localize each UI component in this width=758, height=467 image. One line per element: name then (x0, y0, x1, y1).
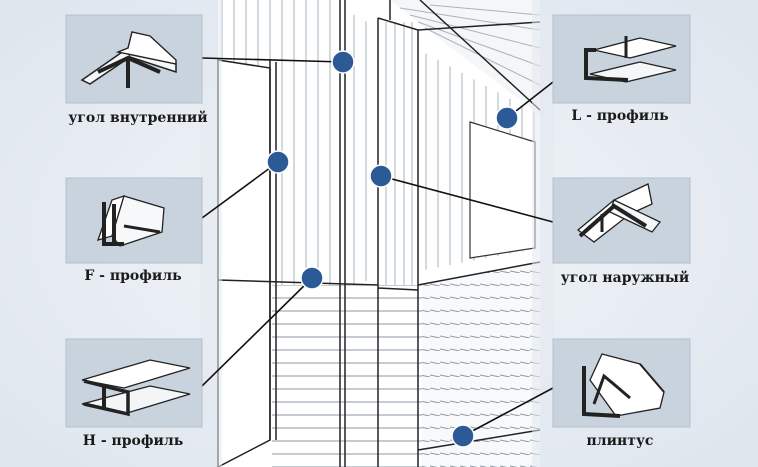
right-wall-horizontal-panels (422, 262, 540, 467)
marker-f-profile (266, 150, 290, 174)
column-horizontal-panels (342, 285, 422, 467)
label-f-profile: F - профиль (84, 268, 182, 284)
leader-outer-corner (380, 175, 554, 223)
left-wall-horizontal-panels (272, 285, 342, 467)
panel-inner-corner (65, 14, 203, 104)
room-illustration (200, 0, 554, 467)
label-outer-corner: угол наружный (560, 270, 690, 286)
leader-lines (201, 57, 554, 437)
window (469, 121, 536, 259)
leader-inner-corner (201, 57, 344, 63)
label-inner-corner: угол внутренний (68, 110, 208, 126)
marker-outer-corner (369, 164, 393, 188)
marker-l-profile (495, 106, 519, 130)
l-profile-icon (584, 36, 677, 83)
marker-h-profile (300, 266, 324, 290)
panel-h-profile (65, 338, 203, 428)
f-profile-icon (96, 194, 165, 247)
plinth-profile-icon (582, 353, 665, 418)
marker-inner-corner (331, 50, 355, 74)
outer-corner-profile-icon (576, 183, 662, 243)
panel-l-profile (552, 14, 691, 104)
panel-plinth (552, 338, 691, 428)
leader-f-profile (201, 161, 279, 219)
leader-h-profile (201, 277, 313, 387)
label-h-profile: H - профиль (82, 433, 184, 449)
leader-plinth (462, 387, 554, 437)
markers (266, 50, 519, 448)
marker-plinth (451, 424, 475, 448)
doorway (217, 59, 271, 467)
label-plinth: плинтус (586, 433, 654, 449)
h-profile-icon (81, 359, 191, 417)
panel-outer-corner (552, 177, 691, 264)
label-l-profile: L - профиль (571, 108, 669, 124)
panel-f-profile (65, 177, 203, 264)
inner-corner-profile-icon (80, 31, 177, 88)
